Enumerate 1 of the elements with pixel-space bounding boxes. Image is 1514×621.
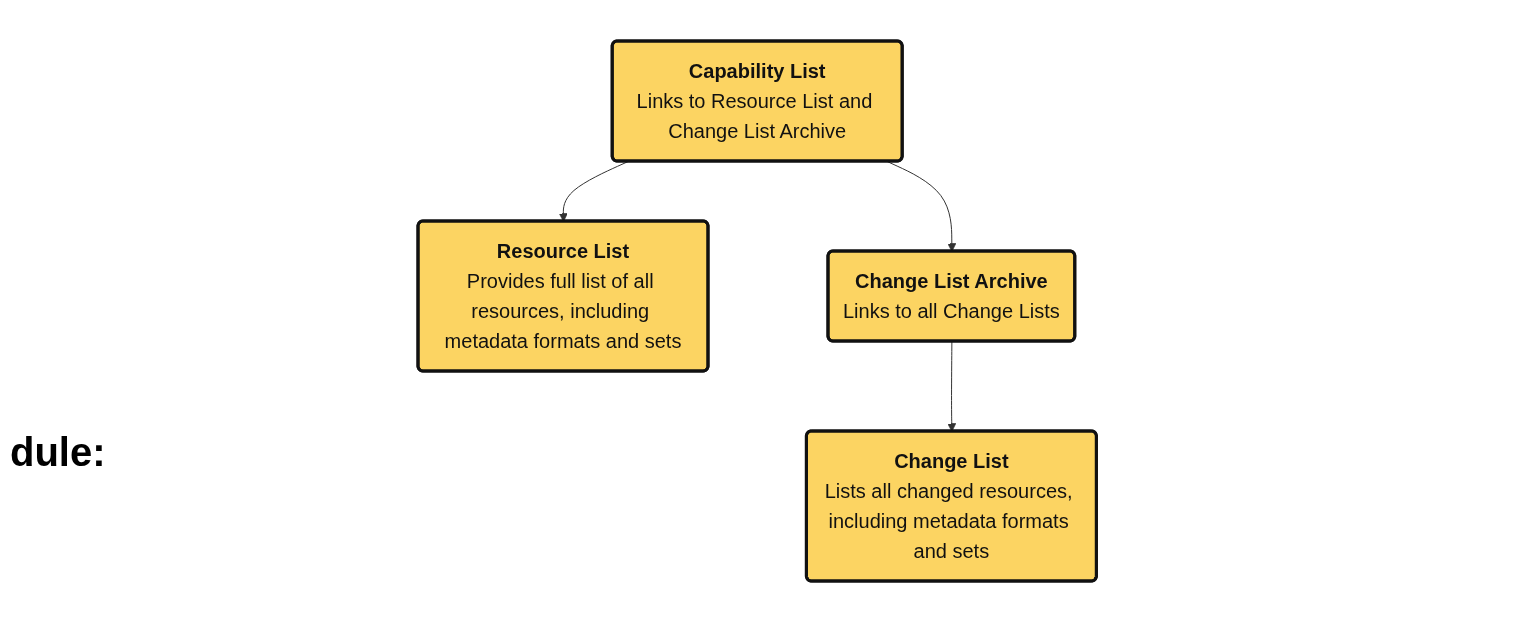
heading-fragment: dule:: [10, 430, 106, 475]
